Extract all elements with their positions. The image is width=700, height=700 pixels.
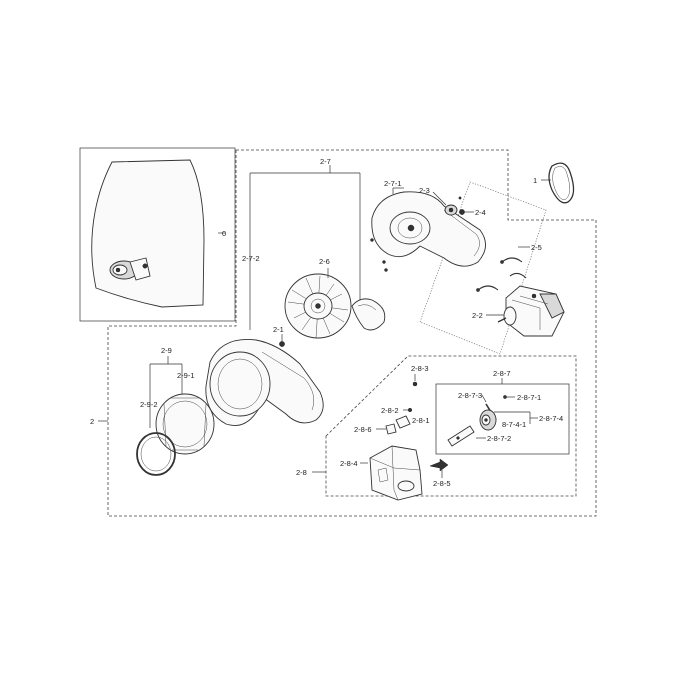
label-2-6: 2-6 <box>319 257 330 266</box>
label-2-1: 2-1 <box>273 325 284 334</box>
group-2-boundary <box>107 149 597 517</box>
bracket-2-9 <box>149 356 183 428</box>
blower-housing-rear <box>370 191 486 272</box>
bracket-2-7 <box>249 165 361 330</box>
gasket-2-9-2 <box>136 432 176 476</box>
drive-motor <box>497 285 565 337</box>
label-2-8-1: 2-8-1 <box>412 416 430 425</box>
label-2-8-7-3: 2-8-7-3 <box>458 391 482 400</box>
housing-ring-2-9-1 <box>155 393 215 455</box>
label-2: 2 <box>90 417 94 426</box>
blower-impeller <box>284 273 352 339</box>
housing-seal <box>351 298 386 331</box>
clip-2-8-7-1 <box>503 395 507 399</box>
label-2-9: 2-9 <box>161 346 172 355</box>
label-2-7-2: 2-7-2 <box>242 254 260 263</box>
screw-2-8-3 <box>412 381 418 387</box>
motor-mount-bracket <box>369 445 423 501</box>
overview-frame <box>79 147 236 322</box>
motor-mount-plane <box>419 181 547 355</box>
arrow-2-8-5 <box>429 458 449 472</box>
label-2-7-1: 2-7-1 <box>384 179 402 188</box>
fastener-2-1 <box>279 341 285 347</box>
idler-pulley <box>479 403 497 431</box>
label-0: 0 <box>222 229 226 238</box>
label-2-2: 2-2 <box>472 311 483 320</box>
label-2-8-4: 2-8-4 <box>340 459 358 468</box>
clip-2-3 <box>444 204 458 216</box>
label-2-9-1: 2-9-1 <box>177 371 195 380</box>
label-2-8-5: 2-8-5 <box>433 479 451 488</box>
dryer-cabinet-outline <box>91 159 205 308</box>
label-8-7-4-1: 8-7-4-1 <box>502 420 526 429</box>
overview-drive-assembly <box>109 257 151 281</box>
label-2-8-2: 2-8-2 <box>381 406 399 415</box>
clip-2-8-6 <box>385 423 397 435</box>
label-2-9-2: 2-9-2 <box>140 400 158 409</box>
group-2-8-boundary <box>325 355 577 497</box>
screw-2-4 <box>458 196 465 215</box>
blower-housing-front <box>205 339 324 426</box>
label-2-8: 2-8 <box>296 468 307 477</box>
label-2-3: 2-3 <box>419 186 430 195</box>
label-2-5: 2-5 <box>531 243 542 252</box>
label-2-4: 2-4 <box>475 208 486 217</box>
label-2-8-7-2: 2-8-7-2 <box>487 434 511 443</box>
group-2-8-7-box <box>435 383 570 455</box>
label-2-8-3: 2-8-3 <box>411 364 429 373</box>
label-2-8-7-4: 2-8-7-4 <box>539 414 563 423</box>
screw-2-8-2 <box>407 407 413 413</box>
label-2-8-6: 2-8-6 <box>354 425 372 434</box>
label-2-7: 2-7 <box>320 157 331 166</box>
bracket-2-8-1 <box>395 415 411 429</box>
drive-belt <box>548 162 575 204</box>
motor-clamps <box>476 257 527 292</box>
pulley-arm-2-8-7-2 <box>447 425 475 447</box>
label-2-8-7: 2-8-7 <box>493 369 511 378</box>
label-1: 1 <box>533 176 537 185</box>
label-2-8-7-1: 2-8-7-1 <box>517 393 541 402</box>
